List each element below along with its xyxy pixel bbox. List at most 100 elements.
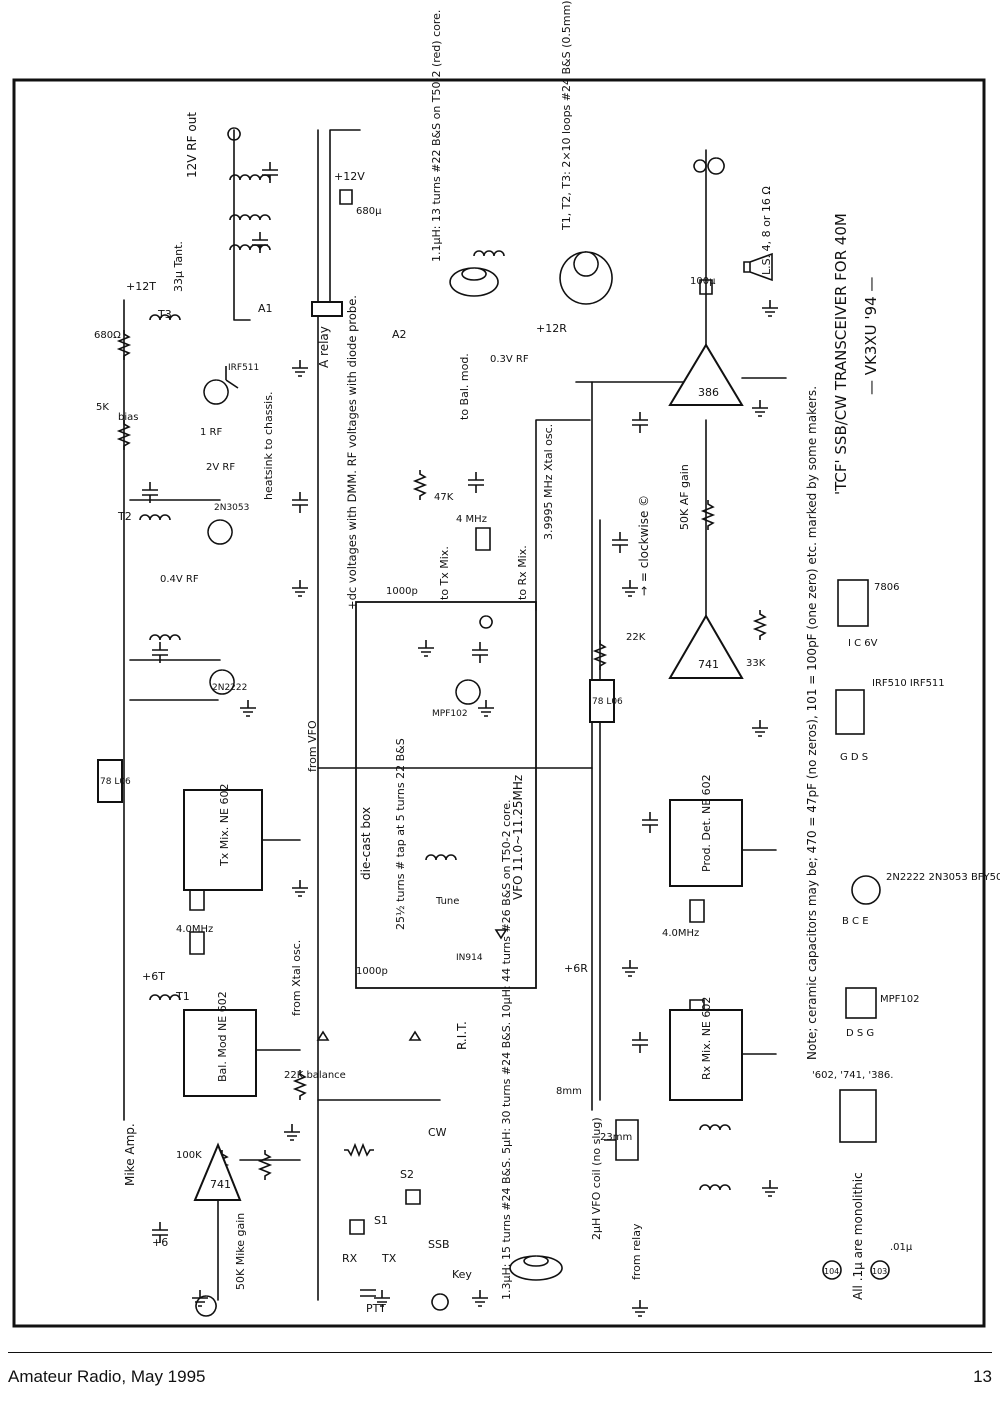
dmm-note: +dc voltages with DMM. RF voltages with …	[345, 295, 359, 610]
cap-dot1-f	[642, 812, 658, 833]
mpf-pins-label: D S G	[846, 1028, 874, 1039]
cap-01-label: .01µ	[890, 1242, 913, 1253]
to-tx-mix-label: to Tx Mix.	[438, 546, 451, 600]
relay-a2-label: A2	[392, 328, 407, 341]
ground-symbol-11	[632, 1300, 648, 1317]
irf511-label: IRF511	[228, 363, 259, 373]
ground-symbol-1	[292, 580, 308, 597]
xtal-osc-label: 3.9995 MHz Xtal osc.	[542, 424, 555, 540]
coil-vfo	[425, 854, 457, 861]
transformer-t1	[149, 994, 181, 1001]
c1000p-label: 1000p	[386, 586, 418, 597]
resistor-22k	[592, 640, 608, 670]
reg-pins-label: I C 6V	[848, 638, 878, 649]
ground-symbol-8	[752, 720, 768, 737]
headphone-symbol	[693, 157, 725, 175]
diode-in914-b	[408, 1030, 422, 1041]
ground-symbol-0	[292, 360, 308, 377]
v6-label: +6	[152, 1236, 168, 1249]
component-symbols	[116, 127, 778, 1317]
diode-in914-c	[494, 929, 508, 940]
heatsink-label: heatsink to chassis.	[262, 392, 275, 500]
reg-78l06-a	[97, 759, 123, 803]
cap-104-label: 104	[824, 1267, 839, 1276]
c1000p-b-label: 1000p	[356, 966, 388, 977]
upright-labels: Tx Mix. NE 602 Bal. Mod NE 602 Rx Mix. N…	[94, 170, 766, 1315]
vfo-freq-label: VFO 11.0~11.25MHz	[511, 775, 525, 900]
switch-s1	[349, 1219, 365, 1235]
pinout-key: IRF510 IRF511 G D S 7806 I C 6V 2N2222 2…	[812, 579, 1000, 1280]
switch-s2	[405, 1189, 421, 1205]
ground-symbol-15	[762, 300, 778, 317]
cap-820p	[252, 232, 268, 253]
schematic-title: 'TCF' SSB/CW TRANSCEIVER FOR 40M	[832, 213, 850, 495]
vfo-coil-note: 2µH VFO coil (no slug)	[590, 1117, 603, 1240]
tap-label: 25½ turns # tap at 5 turns 22 B&S	[394, 738, 407, 930]
opamps	[193, 343, 744, 1201]
cap-100u-symbol	[699, 279, 713, 295]
key-label: Key	[452, 1268, 472, 1281]
resistor-680	[116, 330, 132, 360]
to-bal-mod-label: to Bal. mod.	[458, 353, 471, 420]
ptt-label: PTT	[366, 1302, 386, 1315]
cap-dot1-c	[292, 492, 308, 513]
rf03-label: 0.3V RF	[490, 354, 529, 365]
ground-symbol-10	[762, 1180, 778, 1197]
resistor-33k	[257, 1150, 273, 1180]
coil-10uh	[699, 1184, 731, 1191]
rotated-notes: 'TCF' SSB/CW TRANSCEIVER FOR 40M — VK3XU…	[123, 0, 880, 1300]
v12t-label: +12T	[126, 280, 156, 293]
xtal-filter-tx	[189, 887, 205, 955]
in914-label: IN914	[456, 953, 483, 963]
xtal-b-label: 4.0MHz	[662, 928, 699, 939]
tx-mix-ic	[183, 789, 263, 891]
s1-label: S1	[374, 1214, 388, 1227]
mpf-package	[845, 987, 877, 1019]
t1-label: T1	[175, 990, 190, 1003]
ground-symbol-7	[622, 580, 638, 597]
af-gain-label: 50K AF gain	[678, 464, 691, 530]
v6r-label: +6R	[564, 962, 588, 975]
to-rx-mix-label: to Rx Mix.	[516, 545, 529, 600]
cap-680u-symbol	[339, 189, 353, 205]
mpf-pinout-label: MPF102	[880, 994, 920, 1005]
vfo-output-connector	[479, 615, 493, 629]
cap-104	[822, 1260, 842, 1280]
ground-symbol-3	[292, 880, 308, 897]
r100k-label: 100K	[176, 1150, 202, 1161]
bal-mod-ic	[183, 1009, 257, 1097]
bal-mod-label: Bal. Mod NE 602	[216, 991, 229, 1082]
coil-5uh	[699, 1124, 731, 1131]
transformer-t2	[139, 514, 171, 521]
ssb-label: SSB	[428, 1238, 450, 1251]
coil-1u1-c	[229, 244, 271, 251]
speaker-symbol	[743, 252, 773, 282]
coil-1u1-a	[229, 174, 271, 181]
ls-label: L.S. 4, 8 or 16 Ω	[760, 186, 773, 275]
resistor-af-gain	[700, 500, 716, 530]
irf-pins-label: G D S	[840, 752, 868, 763]
ground-symbol-6	[478, 700, 494, 717]
rit-label: R.I.T.	[455, 1021, 469, 1050]
pa-output-wire	[233, 129, 251, 321]
rx-mix-label: Rx Mix. NE 602	[700, 997, 713, 1080]
cap-100p	[472, 642, 488, 663]
ic-pinout-label: '602, '741, '386.	[812, 1070, 893, 1081]
cap-dot1-e	[612, 532, 628, 553]
diagram-frame	[12, 78, 986, 1328]
resistor-5k	[116, 420, 132, 450]
n3053-label: 2N3053	[214, 503, 249, 513]
n2222-label: 2N2222	[212, 683, 247, 693]
rx-out-wires	[741, 849, 777, 1055]
resistor-100r	[752, 610, 768, 640]
rf-output-connector	[227, 127, 241, 141]
r33k-label: 33K	[746, 658, 766, 669]
tune-label: Tune	[435, 896, 459, 907]
npn-pins-label: B C E	[842, 916, 869, 927]
coil-t123-note: T1, T2, T3: 2×10 loops #24 B&S (0.5mm) b…	[560, 0, 573, 231]
ic-blocks	[97, 301, 743, 1101]
vfo-die-cast-box	[355, 601, 537, 989]
coil-l1-note: 1.1µH: 13 turns #22 B&S on T50-2 (red) c…	[430, 10, 443, 262]
toroid-t50	[473, 250, 505, 257]
relay-atl-label: A1	[258, 302, 273, 315]
